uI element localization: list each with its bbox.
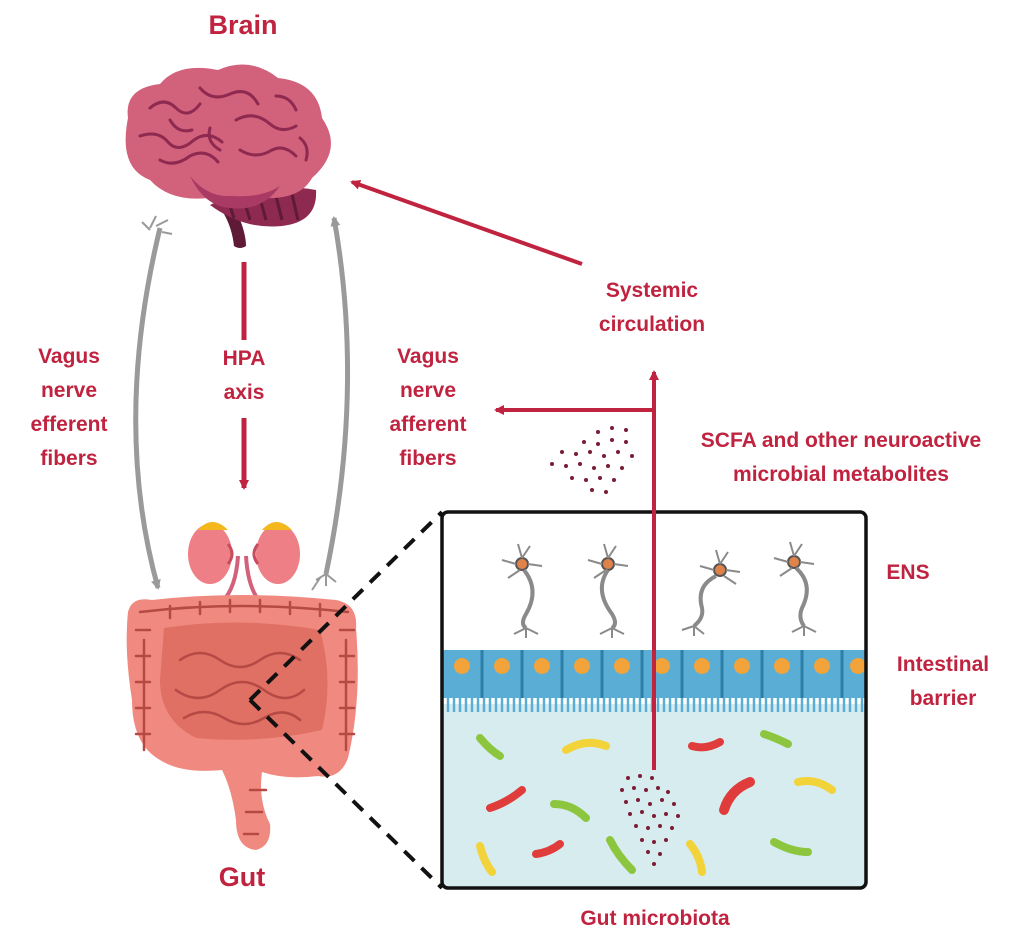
intestinal-barrier-label: Intestinal barrier: [878, 648, 1008, 716]
gut-microbiota-label: Gut microbiota: [580, 907, 730, 930]
vagus-efferent-line: fibers: [40, 447, 98, 470]
neuron-icon: [501, 541, 817, 638]
vagus-efferent-arrow: [133, 227, 163, 590]
vagus-afferent-line: Vagus: [397, 345, 459, 368]
barrier-line: barrier: [909, 687, 977, 710]
vagus-afferent-line: afferent: [389, 413, 467, 436]
systemic-circulation-label: Systemic circulation: [572, 274, 732, 342]
kidneys-icon: [188, 522, 300, 606]
brain-title: Brain: [208, 10, 278, 40]
nerve-ending-top: [141, 215, 173, 235]
hpa-axis-line: axis: [223, 381, 265, 404]
hpa-axis-label: HPA axis: [194, 342, 294, 410]
zoom-line-bottom: [248, 698, 444, 890]
zoom-line-top: [248, 510, 444, 702]
intestine-icon: [126, 595, 358, 850]
vagus-afferent-line: fibers: [399, 447, 457, 470]
systemic-line: circulation: [598, 313, 706, 336]
gut-title: Gut: [218, 862, 266, 892]
metabolite-dots-lumen: [620, 774, 680, 866]
vagus-efferent-label: Vagus nerve efferent fibers: [14, 340, 124, 476]
vagus-afferent-line: nerve: [399, 379, 457, 402]
vagus-efferent-line: efferent: [30, 413, 108, 436]
brain-icon: [125, 64, 331, 248]
scfa-label: SCFA and other neuroactive microbial met…: [666, 424, 1016, 492]
bacteria-icon: [476, 730, 836, 876]
scfa-line: microbial metabolites: [733, 463, 949, 486]
hpa-axis-line: HPA: [222, 347, 266, 370]
systemic-line: Systemic: [605, 279, 699, 302]
vagus-afferent-arrow: [323, 216, 350, 575]
ens-label: ENS: [886, 561, 930, 584]
scfa-line: SCFA and other neuroactive: [700, 429, 982, 452]
metabolite-dots-upper: [550, 426, 634, 494]
vagus-efferent-line: nerve: [40, 379, 98, 402]
systemic-circulation-arrow: [350, 179, 583, 266]
barrier-line: Intestinal: [896, 653, 990, 676]
nerve-ending-bottom: [311, 573, 337, 591]
vagus-afferent-label: Vagus nerve afferent fibers: [372, 340, 484, 476]
vagus-efferent-line: Vagus: [38, 345, 100, 368]
